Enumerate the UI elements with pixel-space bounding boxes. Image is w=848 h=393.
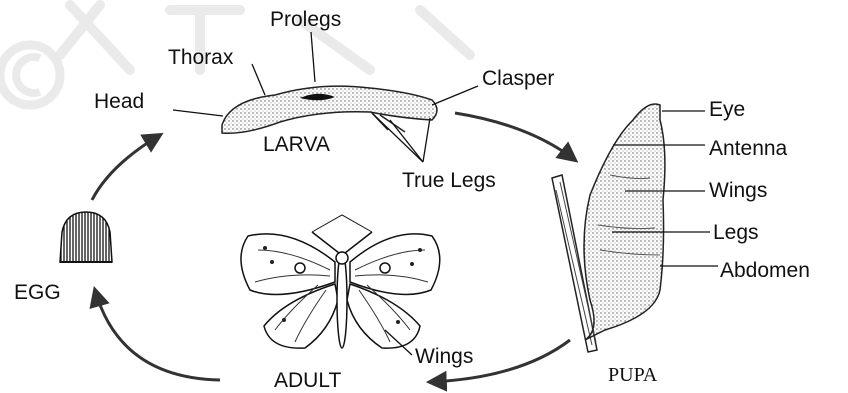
label-eye: Eye: [709, 99, 745, 120]
label-adult-wings: Wings: [415, 346, 473, 367]
cycle-arrows: [92, 113, 575, 382]
label-pupa: PUPA: [608, 365, 657, 385]
arrow-larva-to-pupa: [455, 113, 575, 160]
label-clasper: Clasper: [482, 68, 554, 89]
label-prolegs: Prolegs: [270, 9, 341, 30]
arrow-egg-to-larva: [92, 135, 160, 200]
arrow-adult-to-egg: [95, 290, 220, 380]
label-head: Head: [94, 91, 144, 112]
copyright-icon: [0, 45, 60, 105]
label-antenna: Antenna: [709, 138, 787, 159]
left-forewing: [241, 234, 335, 295]
egg-drawing: [60, 212, 112, 262]
butterfly-drawing: [241, 215, 440, 348]
label-egg: EGG: [14, 282, 61, 303]
pupa-drawing: [552, 104, 665, 352]
label-adult: ADULT: [274, 370, 341, 391]
larva-drawing: [222, 86, 437, 133]
label-legs: Legs: [713, 222, 759, 243]
label-abdomen: Abdomen: [720, 260, 810, 281]
right-forewing: [350, 234, 440, 295]
label-thorax: Thorax: [168, 47, 233, 68]
label-pupa-wings: Wings: [709, 180, 767, 201]
label-larva: LARVA: [263, 134, 330, 155]
label-true-legs: True Legs: [402, 170, 496, 191]
watermark: [0, 5, 470, 105]
